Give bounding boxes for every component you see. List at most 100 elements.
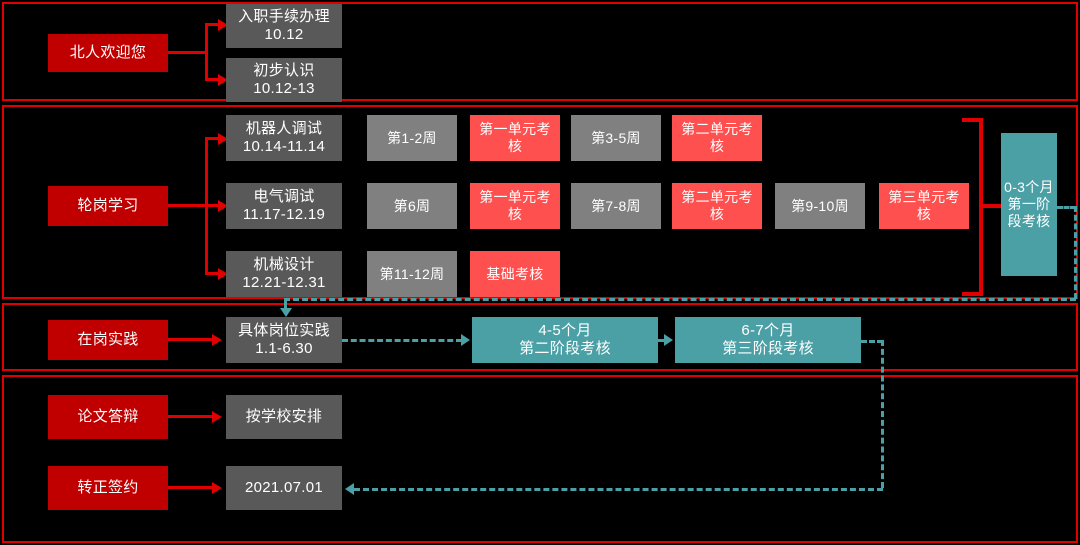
teal-stage3-exit [861,340,883,343]
section-frame-practice [2,303,1078,371]
cell-week-11-12[interactable]: 第11-12周 [367,251,457,297]
node-mechanical-design-line1: 机械设计 [253,256,315,274]
cell-unit2-assessment-r1-label: 第二单元考核 [681,121,753,154]
node-thesis-defense-label: 论文答辩 [77,408,139,426]
cell-week-6[interactable]: 第6周 [367,183,457,229]
node-milestone-stage3-line1: 6-7个月 [741,322,795,340]
node-electrical-debug-line1: 电气调试 [253,188,315,206]
connector-welcome-riser [205,24,208,80]
node-rotation-study-label: 轮岗学习 [77,197,139,215]
cell-unit1-assessment-r1[interactable]: 第一单元考核 [470,115,560,161]
brace-top-arm [962,118,983,122]
node-initial-orientation[interactable]: 初步认识 10.12-13 [226,58,342,102]
cell-week-9-10-label: 第9-10周 [791,197,849,214]
connector-thesis-line [168,415,214,418]
node-specific-post-practice-line1: 具体岗位实践 [238,322,330,340]
node-electrical-debug[interactable]: 电气调试 11.17-12.19 [226,183,342,229]
section-frame-thesis [2,375,1078,543]
connector-welcome-stem [168,51,208,54]
node-conversion-signing-label: 转正签约 [77,479,139,497]
teal-practice-to-stage2 [342,339,462,342]
connector-rotation-r3 [205,272,221,275]
node-on-job-practice[interactable]: 在岗实践 [48,320,168,360]
connector-welcome-bottom [205,78,221,81]
node-milestone-stage3-line2: 第三阶段考核 [722,340,814,357]
arrow-rotation-r3 [218,268,228,280]
node-milestone-stage3[interactable]: 6-7个月 第三阶段考核 [675,317,861,363]
node-thesis-defense[interactable]: 论文答辩 [48,395,168,439]
teal-stage1-drop [284,298,287,310]
cell-unit2-assessment-r2[interactable]: 第二单元考核 [672,183,762,229]
brace-bottom-arm [962,292,983,296]
cell-week-9-10[interactable]: 第9-10周 [775,183,865,229]
arrow-teal-stage3 [664,334,673,346]
cell-week-3-5-label: 第3-5周 [591,129,641,146]
connector-practice-arrow-line [168,338,214,341]
cell-unit3-assessment-r2-label: 第三单元考核 [888,189,960,222]
arrow-practice [212,334,222,346]
node-initial-orientation-line1: 初步认识 [253,62,315,80]
arrow-teal-into-signing [345,483,354,495]
arrow-welcome-bottom [218,74,228,86]
node-milestone-stage2-line1: 4-5个月 [538,322,592,340]
connector-signing-line [168,486,214,489]
node-milestone-stage1[interactable]: 0-3个月第一阶段考核 [1001,133,1057,276]
node-milestone-stage1-label: 0-3个月第一阶段考核 [1004,178,1054,230]
cell-week-7-8[interactable]: 第7-8周 [571,183,661,229]
cell-unit1-assessment-r2[interactable]: 第一单元考核 [470,183,560,229]
cell-week-7-8-label: 第7-8周 [591,197,641,214]
node-specific-post-practice[interactable]: 具体岗位实践 1.1-6.30 [226,317,342,363]
cell-week-3-5[interactable]: 第3-5周 [571,115,661,161]
node-mechanical-design[interactable]: 机械设计 12.21-12.31 [226,251,342,297]
node-school-schedule[interactable]: 按学校安排 [226,395,342,439]
node-on-job-practice-label: 在岗实践 [77,331,139,349]
section-frame-onboarding [2,2,1078,101]
node-mechanical-design-line2: 12.21-12.31 [242,274,326,291]
cell-unit2-assessment-r1[interactable]: 第二单元考核 [672,115,762,161]
arrow-rotation-r2 [218,200,228,212]
teal-stage1-exit [1057,206,1076,209]
brace-stub-to-milestone [979,204,1003,208]
node-milestone-stage2[interactable]: 4-5个月 第二阶段考核 [472,317,658,363]
node-milestone-stage2-line2: 第二阶段考核 [519,340,611,357]
node-welcome-label: 北人欢迎您 [69,44,147,62]
arrow-rotation-r1 [218,133,228,145]
teal-stage3-down [881,340,884,488]
arrow-signing [212,482,222,494]
node-school-schedule-label: 按学校安排 [245,408,323,426]
cell-basic-assessment-label: 基础考核 [486,265,544,282]
node-initial-orientation-line2: 10.12-13 [253,80,315,97]
node-conversion-signing[interactable]: 转正签约 [48,466,168,510]
node-welcome[interactable]: 北人欢迎您 [48,34,168,72]
cell-unit3-assessment-r2[interactable]: 第三单元考核 [879,183,969,229]
cell-week-1-2[interactable]: 第1-2周 [367,115,457,161]
arrow-welcome-top [218,19,228,31]
teal-stage1-down [1074,206,1077,299]
arrow-teal-into-practice [280,308,292,317]
teal-stage3-back-left [354,488,883,491]
node-signing-date-label: 2021.07.01 [244,479,324,497]
node-specific-post-practice-line2: 1.1-6.30 [255,340,313,357]
arrow-thesis [212,411,222,423]
cell-unit1-assessment-r2-label: 第一单元考核 [479,189,551,222]
node-robot-debug-line2: 10.14-11.14 [242,138,326,155]
node-electrical-debug-line2: 11.17-12.19 [242,206,326,223]
cell-unit2-assessment-r2-label: 第二单元考核 [681,189,753,222]
node-robot-debug[interactable]: 机器人调试 10.14-11.14 [226,115,342,161]
arrow-teal-stage2 [461,334,470,346]
cell-unit1-assessment-r1-label: 第一单元考核 [479,121,551,154]
cell-basic-assessment[interactable]: 基础考核 [470,251,560,297]
cell-week-11-12-label: 第11-12周 [379,265,445,282]
cell-week-1-2-label: 第1-2周 [387,129,437,146]
node-onboarding-procedure[interactable]: 入职手续办理 10.12 [226,4,342,48]
node-rotation-study[interactable]: 轮岗学习 [48,186,168,226]
node-onboarding-procedure-line1: 入职手续办理 [238,8,330,26]
cell-week-6-label: 第6周 [393,197,431,214]
node-onboarding-procedure-line2: 10.12 [264,26,304,43]
teal-stage2-to-stage3 [658,339,667,342]
connector-welcome-top [205,23,221,26]
connector-rotation-r2 [205,204,221,207]
connector-rotation-r1 [205,137,221,140]
node-signing-date[interactable]: 2021.07.01 [226,466,342,510]
